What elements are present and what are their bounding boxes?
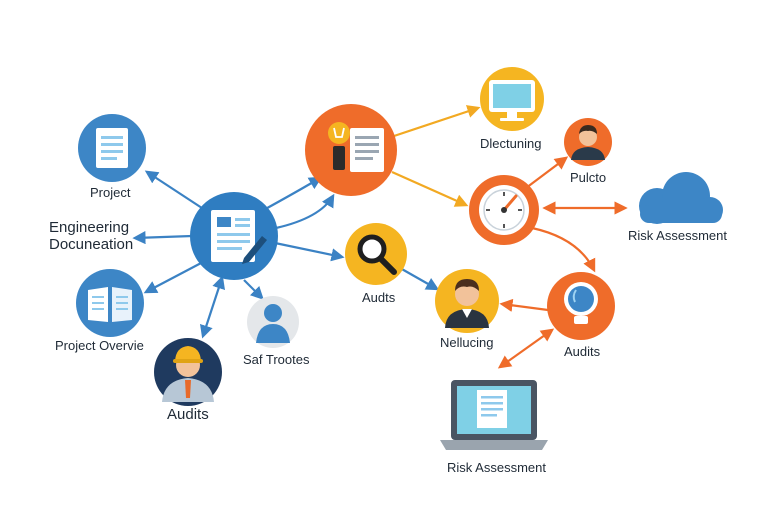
open-book-icon [88,287,132,322]
arrow-gauge-to-pulcto [525,156,569,189]
label-nellucing: Nellucing [440,335,494,350]
label-project-overview: Project Overvie [55,338,144,353]
arrow-to-saf-trootes [243,279,264,300]
label-risk-assessment-laptop: Risk Assessment [447,460,546,475]
label-risk-assessment-cloud: Risk Assessment [628,228,727,243]
arrow-to-dlectuning [393,105,481,138]
label-engineering-documentation: Engineering Docuneation [49,219,134,253]
arrow-to-audits-person [200,275,225,339]
node-nellucing [435,269,499,333]
magnifier-icon [357,234,397,275]
laptop-icon [440,380,548,450]
node-gauge [469,175,539,245]
node-audits-bulb [547,272,615,340]
node-project-overview [76,269,144,337]
document-pen-icon [211,210,267,264]
label-audits-bulb: Audits [564,344,601,359]
arrow-bulb-laptop [497,328,555,369]
node-audits-magnifier [345,223,407,285]
label-audits-magnifier: Audts [362,290,396,305]
user-silhouette-icon [256,304,290,343]
monitor-icon [489,80,535,121]
arrow-to-project [144,170,206,211]
label-dlectuning: Dlectuning [480,136,542,151]
arrow-to-engineering [132,231,193,245]
gauge-icon [479,185,529,235]
person-icon [445,279,489,328]
label-saf-trootes: Saf Trootes [243,352,310,367]
label-audits-person: Audits [167,406,209,423]
arrow-to-idea-hub-2 [275,193,335,230]
node-risk-assessment-cloud [639,172,723,224]
node-dlectuning [480,67,544,131]
label-project: Project [90,185,131,200]
lightbulb-document-icon [328,122,384,172]
arrow-to-gauge [391,170,469,207]
node-central-hub [190,192,278,280]
arrow-magnifier-to-nellucing [399,267,440,291]
arrow-to-idea-hub [259,176,323,213]
engineer-person-icon [162,346,214,402]
node-project [78,114,146,182]
document-icon [96,128,128,168]
lightbulb-icon [564,282,598,324]
arrow-gauge-to-bulb [531,226,596,273]
arrow-to-project-overview [143,261,204,294]
node-audits-person [154,338,222,406]
node-saf-trootes [247,296,299,348]
cloud-icon [639,172,723,224]
node-risk-assessment-laptop [440,380,548,450]
arrow-bulb-to-nellucing [499,298,549,312]
arrow-to-magnifier [274,241,345,262]
node-pulcto [564,118,612,166]
label-pulcto: Pulcto [570,170,607,185]
node-idea-hub [305,104,397,196]
person-icon [571,125,605,160]
